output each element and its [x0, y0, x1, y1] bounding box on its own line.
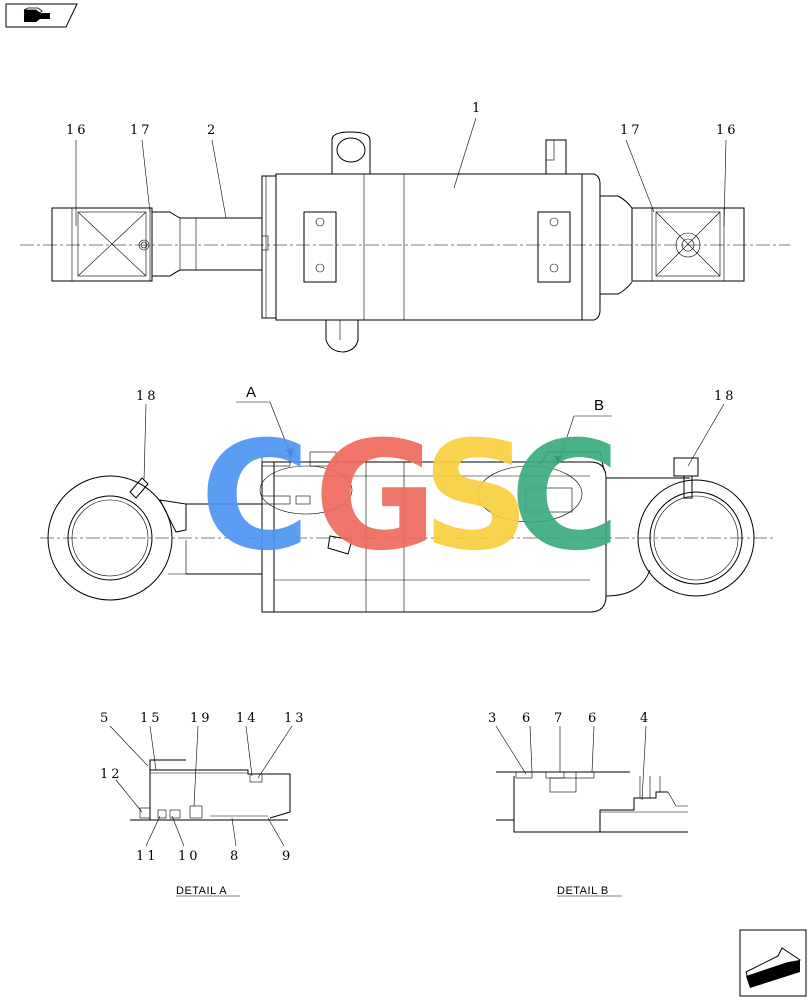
callout-1: 1: [472, 101, 483, 116]
detail-a-callout-15: 15: [140, 711, 163, 726]
detail-b-callout-4: 4: [640, 711, 651, 726]
watermark-letter-g: G: [314, 410, 437, 584]
detail-b: 3 6 7 6 4 DETAIL B: [488, 711, 688, 897]
callout-17-right: 17: [620, 123, 643, 138]
callout-17-left: 17: [130, 123, 153, 138]
detail-a-callout-13: 13: [284, 711, 307, 726]
cylinder-top-view: [20, 131, 790, 353]
top-view-callouts: 16 17 2 1 17 16: [66, 101, 739, 227]
detail-a: 5 15 19 14 13 12 11 10 8 9 DETAIL A: [100, 711, 307, 897]
callout-2: 2: [207, 123, 218, 138]
watermark-letter-s: S: [422, 410, 530, 584]
detail-a-callout-11: 11: [136, 849, 159, 864]
view-label-a: A: [246, 384, 256, 401]
detail-b-callout-3: 3: [488, 711, 499, 726]
detail-a-callout-5: 5: [100, 711, 111, 726]
detail-b-callout-6-left: 6: [522, 711, 533, 726]
detail-a-callout-10: 10: [178, 849, 201, 864]
detail-b-callout-6-right: 6: [588, 711, 599, 726]
watermark-letter-c2: C: [510, 410, 620, 584]
callout-16-left: 16: [66, 123, 89, 138]
detail-a-callout-9: 9: [282, 849, 293, 864]
section-view-callouts: 18 18 A B: [136, 384, 737, 481]
detail-b-title: DETAIL B: [557, 885, 609, 897]
detail-b-callout-7: 7: [554, 711, 565, 726]
cylinder-section-view: [40, 451, 775, 613]
watermark: C G S C: [200, 410, 620, 584]
next-page-icon[interactable]: [739, 929, 807, 997]
detail-a-callout-14: 14: [236, 711, 259, 726]
detail-a-callout-19: 19: [190, 711, 213, 726]
callout-16-right: 16: [716, 123, 739, 138]
detail-a-title: DETAIL A: [176, 885, 227, 897]
detail-a-callout-8: 8: [230, 849, 241, 864]
view-label-b: B: [594, 397, 604, 414]
callout-18-left: 18: [136, 389, 159, 404]
previous-page-icon[interactable]: [5, 3, 78, 28]
detail-a-callout-12: 12: [100, 767, 123, 782]
callout-18-right: 18: [714, 389, 737, 404]
watermark-letter-c1: C: [200, 410, 310, 584]
